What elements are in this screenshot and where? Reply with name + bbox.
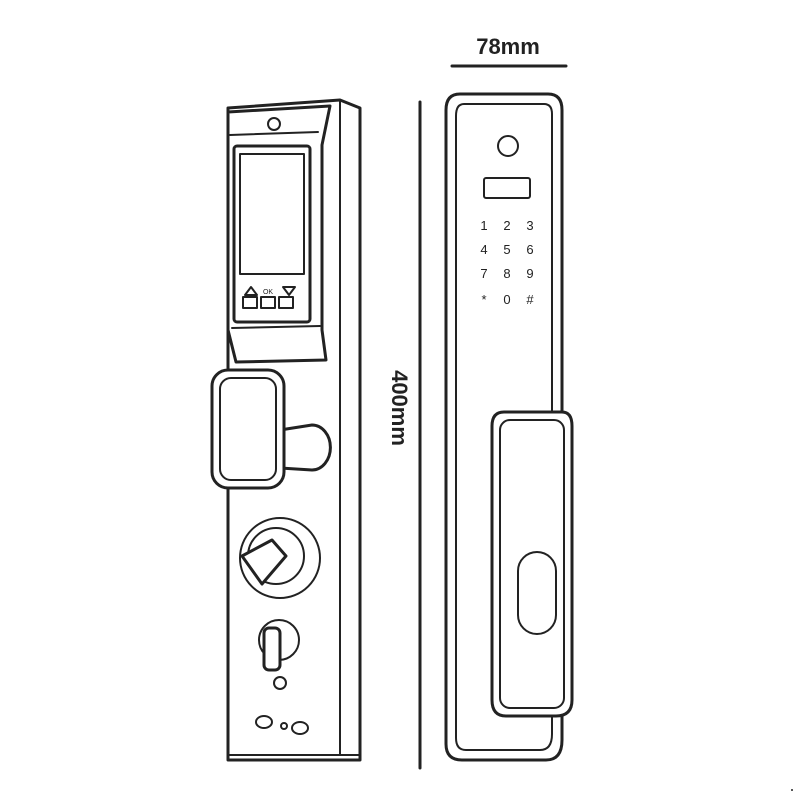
- key-star[interactable]: *: [481, 292, 486, 307]
- display-frame: [232, 144, 312, 324]
- lock-front-view: 1 2 3 4 5 6 7 8 9 * 0 #: [444, 92, 574, 762]
- key-1[interactable]: 1: [480, 218, 487, 233]
- key-9[interactable]: 9: [526, 266, 533, 281]
- screen-housing-bevel: [229, 131, 321, 329]
- screw-hole-center: [280, 722, 288, 730]
- width-label: 78mm: [476, 34, 540, 59]
- ok-label: OK: [263, 289, 273, 296]
- key-hash[interactable]: #: [526, 292, 534, 307]
- screw-hole-left: [255, 715, 273, 729]
- triangle-up-icon: [244, 286, 258, 296]
- thumb-turn-ring: [239, 517, 321, 599]
- control-button-ok: [260, 296, 276, 309]
- camera-icon: [267, 117, 281, 131]
- screw-hole-right: [291, 721, 309, 735]
- fingerprint-reader: [517, 551, 557, 635]
- side-view-plate-edge: [227, 99, 361, 756]
- front-handle-outer: [490, 410, 574, 718]
- sensor-window: [483, 177, 531, 199]
- width-dimension: 78mm: [450, 34, 568, 68]
- height-label: 400mm: [387, 370, 412, 446]
- thumb-turn-knob: [240, 538, 288, 586]
- display-screen: [239, 153, 305, 275]
- key-5[interactable]: 5: [503, 242, 510, 257]
- control-button-down: [278, 296, 294, 309]
- corner-dot: [791, 789, 793, 791]
- handle-inner: [219, 377, 277, 481]
- keypad: 1 2 3 4 5 6 7 8 9 * 0 #: [480, 218, 534, 307]
- handle-outer: [210, 368, 286, 490]
- camera-icon: [497, 135, 519, 157]
- lower-knob-lever: [262, 626, 282, 672]
- key-hole-icon: [273, 676, 287, 690]
- triangle-down-icon: [282, 286, 296, 296]
- key-2[interactable]: 2: [503, 218, 510, 233]
- front-plate-outer: [444, 92, 564, 762]
- front-handle-inner: [499, 419, 565, 709]
- lock-side-view: OK: [210, 98, 362, 762]
- key-4[interactable]: 4: [480, 242, 487, 257]
- front-plate-inner: [455, 103, 553, 751]
- key-3[interactable]: 3: [526, 218, 533, 233]
- key-0[interactable]: 0: [503, 292, 510, 307]
- handle-spindle: [278, 423, 332, 472]
- key-6[interactable]: 6: [526, 242, 533, 257]
- control-button-up: [242, 296, 258, 309]
- key-8[interactable]: 8: [503, 266, 510, 281]
- side-view-plate: [226, 98, 362, 762]
- height-dimension: 400mm: [387, 100, 422, 770]
- key-7[interactable]: 7: [480, 266, 487, 281]
